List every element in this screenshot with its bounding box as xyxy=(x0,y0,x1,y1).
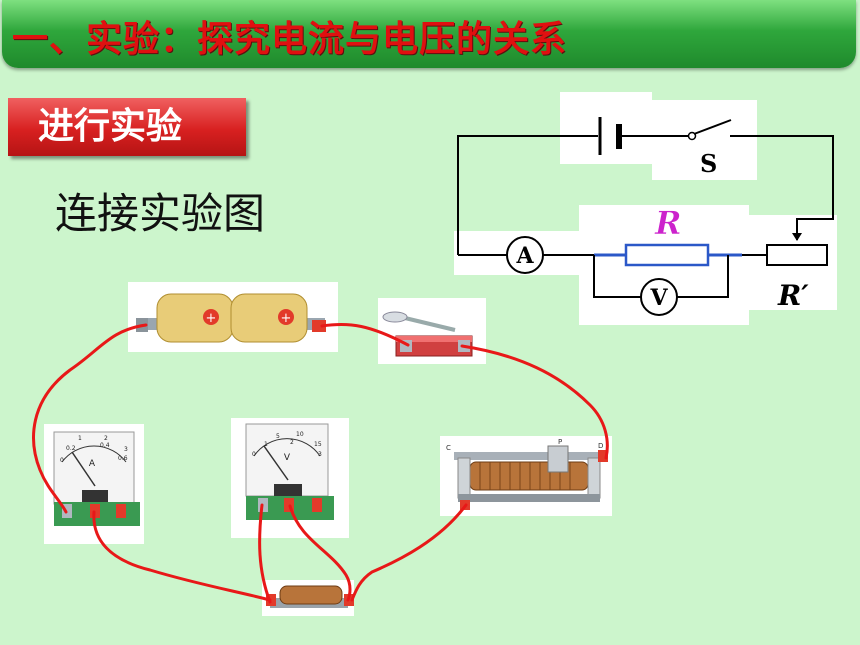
wire-ammeter-resistor xyxy=(92,510,272,602)
wire-battery-switch xyxy=(320,323,410,347)
wire-voltmeter-right xyxy=(677,255,729,298)
voltmeter-tick-2: 2 xyxy=(290,439,294,446)
wire-voltmeter-right xyxy=(288,504,352,602)
switch-pivot xyxy=(687,131,697,141)
section-label: 进行实验 xyxy=(8,98,246,156)
wire-left-top xyxy=(457,135,598,255)
terminal-d-label: D xyxy=(598,442,603,450)
wire-voltmeter-left xyxy=(593,255,641,298)
switch-label: S xyxy=(700,149,717,178)
ammeter-tick-0: 0 xyxy=(60,457,64,464)
ammeter-label: A xyxy=(515,243,534,269)
voltmeter-tick-1: 1 xyxy=(264,441,268,448)
voltmeter-scale: 0 5 10 15 1 2 3 xyxy=(252,431,322,458)
ammeter-tick-2: 2 xyxy=(104,435,108,442)
voltmeter-face-letter: V xyxy=(284,453,291,463)
battery-panel xyxy=(560,92,652,164)
ammeter-scale: 0 0.2 0.4 0.6 1 2 3 xyxy=(60,435,128,464)
title-bar: 一、实验：探究电流与电压的关系 xyxy=(2,0,856,68)
wire-switch-rheostat xyxy=(460,344,609,460)
resistor-symbol xyxy=(624,243,710,267)
ammeter-tick-3: 3 xyxy=(124,446,128,453)
ammeter-tick-0-6: 0.6 xyxy=(118,455,128,462)
voltmeter-tick-0: 0 xyxy=(252,451,256,458)
rheostat-label: R′ xyxy=(777,279,809,312)
voltmeter-tick-15: 15 xyxy=(314,441,322,448)
page-title: 一、实验：探究电流与电压的关系 xyxy=(12,19,568,60)
voltmeter-tick-10: 10 xyxy=(296,431,304,438)
wire-switch-rheostat xyxy=(730,135,834,240)
connecting-wires xyxy=(32,323,609,604)
voltmeter-label: V xyxy=(649,285,668,311)
voltmeter-tick-3: 3 xyxy=(318,451,322,458)
switch-blade xyxy=(693,119,732,135)
rheostat-device xyxy=(454,445,608,510)
ammeter-tick-0-2: 0.2 xyxy=(66,445,76,452)
svg-text:+: + xyxy=(206,311,217,326)
knife-switch-device xyxy=(382,311,473,357)
switch-panel xyxy=(652,100,757,180)
svg-text:+: + xyxy=(281,311,292,326)
ammeter-device xyxy=(53,431,140,526)
wire-voltmeter-left xyxy=(258,503,272,604)
battery-box: + + xyxy=(136,293,326,343)
ammeter-tick-1: 1 xyxy=(78,435,82,442)
resistor-label: R xyxy=(654,204,682,242)
ammeter-symbol xyxy=(506,236,544,274)
ammeter-face-letter: A xyxy=(89,459,96,469)
voltmeter-tick-5: 5 xyxy=(276,433,280,440)
ammeter-tick-0-4: 0.4 xyxy=(100,442,110,449)
rheostat-device-terminals: C P D xyxy=(446,438,603,452)
wire-battery-ammeter xyxy=(32,323,148,514)
voltmeter-symbol xyxy=(640,278,678,316)
rheostat-symbol xyxy=(766,244,828,266)
terminal-p-label: P xyxy=(558,438,562,446)
wire-rheostat-resistor xyxy=(350,503,468,602)
terminal-c-label: C xyxy=(446,444,451,452)
rheostat-slider-arrow xyxy=(792,233,802,241)
diagram-heading: 连接实验图 xyxy=(55,189,266,238)
